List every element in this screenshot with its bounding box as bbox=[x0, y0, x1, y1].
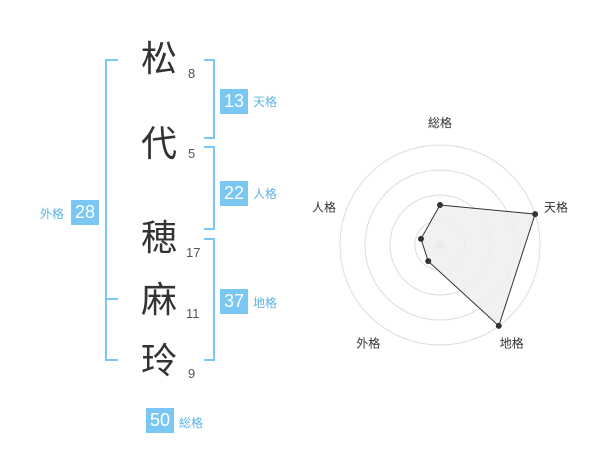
radar-axis-label-5: 人格 bbox=[312, 199, 336, 214]
radar-point-2 bbox=[532, 211, 539, 218]
chikaku-label: 地格 bbox=[253, 296, 278, 310]
soukaku-value: 50 bbox=[146, 408, 174, 433]
stroke-count-5: 9 bbox=[188, 366, 196, 381]
gaikaku-label: 外格 bbox=[40, 207, 65, 221]
stroke-count-2: 5 bbox=[188, 146, 196, 161]
radar-point-4 bbox=[425, 258, 432, 265]
name-char-4: 麻 bbox=[140, 280, 177, 321]
radar-point-3 bbox=[495, 322, 502, 329]
tenkaku-label: 天格 bbox=[253, 95, 278, 109]
name-char-5: 玲 bbox=[140, 341, 177, 382]
gaikaku-value: 28 bbox=[71, 200, 99, 225]
chikaku-value: 37 bbox=[220, 289, 248, 314]
radar-data-points bbox=[417, 202, 539, 329]
fortune-brackets bbox=[105, 59, 215, 361]
radar-ring bbox=[339, 144, 541, 346]
radar-axis-label-4: 外格 bbox=[356, 336, 380, 351]
tenkaku-bracket bbox=[204, 59, 215, 139]
name-char-1: 松 bbox=[140, 39, 177, 80]
name-char-2: 代 bbox=[140, 124, 177, 165]
radar-data-polygon bbox=[420, 204, 536, 327]
radar-point-1 bbox=[437, 202, 443, 208]
stroke-count-4: 11 bbox=[186, 306, 200, 321]
radar-point-5 bbox=[417, 235, 424, 242]
tenkaku-value: 13 bbox=[220, 89, 248, 114]
stroke-count-3: 17 bbox=[186, 245, 201, 260]
jinkaku-bracket bbox=[204, 146, 215, 230]
jinkaku-label: 人格 bbox=[253, 187, 278, 201]
radar-axis-label-1: 総格 bbox=[428, 115, 452, 130]
stroke-count-1: 8 bbox=[188, 66, 196, 81]
gaikaku-bracket bbox=[105, 59, 118, 361]
name-char-3: 穂 bbox=[140, 218, 177, 259]
soukaku-label: 総格 bbox=[179, 416, 204, 430]
chikaku-bracket bbox=[204, 238, 215, 361]
radar-axis-label-3: 地格 bbox=[500, 336, 524, 351]
jinkaku-value: 22 bbox=[220, 181, 248, 206]
radar-axis-label-2: 天格 bbox=[544, 199, 568, 214]
